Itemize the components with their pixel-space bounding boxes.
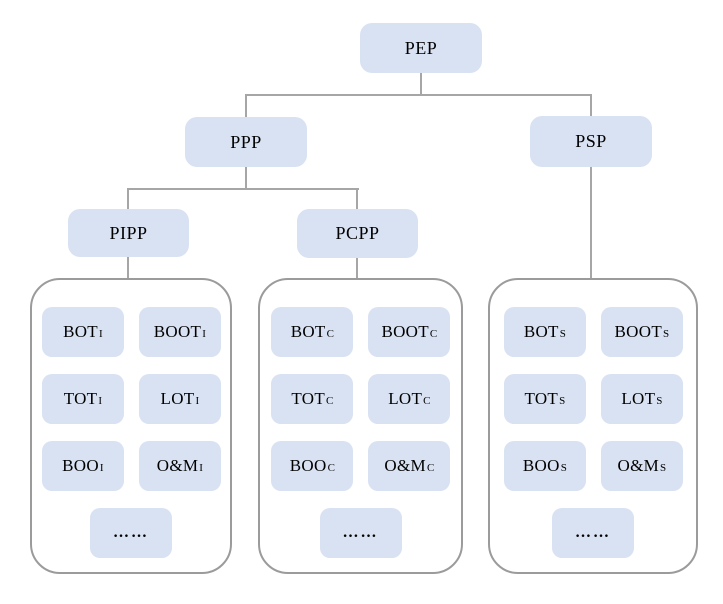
ellipsis-label: …… [342,524,379,541]
node-psp: PSP [530,116,652,167]
contract-label: TOT [63,389,98,408]
node-ppp: PPP [185,117,307,167]
connector-to-psp [590,94,592,117]
contract-label: LOT [160,389,195,408]
contract-label: BOT [63,322,98,341]
node-pcpp: PCPP [297,209,418,258]
ellipsis-box: …… [90,508,172,558]
ellipsis-box: …… [319,508,402,558]
contract-label: BOOT [614,322,663,341]
contract-label: O&M [617,456,660,475]
connector-psp-to-group [590,165,592,279]
connector-pcpp-to-group [356,256,358,279]
contract-label: BOT [523,322,559,341]
contract-label: BOO [62,456,99,475]
contract-label: TOT [524,389,559,408]
connector-pipp-to-group [127,255,129,279]
connector-level1-horizontal [245,94,592,96]
connector-level2-horizontal [127,188,359,190]
ellipsis-label: …… [575,524,611,541]
contract-label: BOOT [153,322,202,341]
connector-to-pipp [127,188,129,210]
contract-label: BOT [290,322,326,341]
contract-label: BOO [289,456,327,475]
contract-label: TOT [291,389,325,408]
contract-label: LOT [621,389,656,408]
ellipsis-label: …… [113,524,149,541]
connector-to-pcpp [356,188,358,210]
node-pep: PEP [360,23,482,73]
contract-label: BOOT [381,322,429,341]
connector-ppp-down [245,165,247,190]
contract-label: LOT [388,389,423,408]
connector-pep-down [420,72,422,95]
ellipsis-box: …… [552,508,634,558]
contract-label: BOO [522,456,560,475]
connector-to-ppp [245,94,247,118]
node-pipp: PIPP [68,209,189,257]
contract-label: O&M [384,456,426,475]
contract-label: O&M [156,456,199,475]
